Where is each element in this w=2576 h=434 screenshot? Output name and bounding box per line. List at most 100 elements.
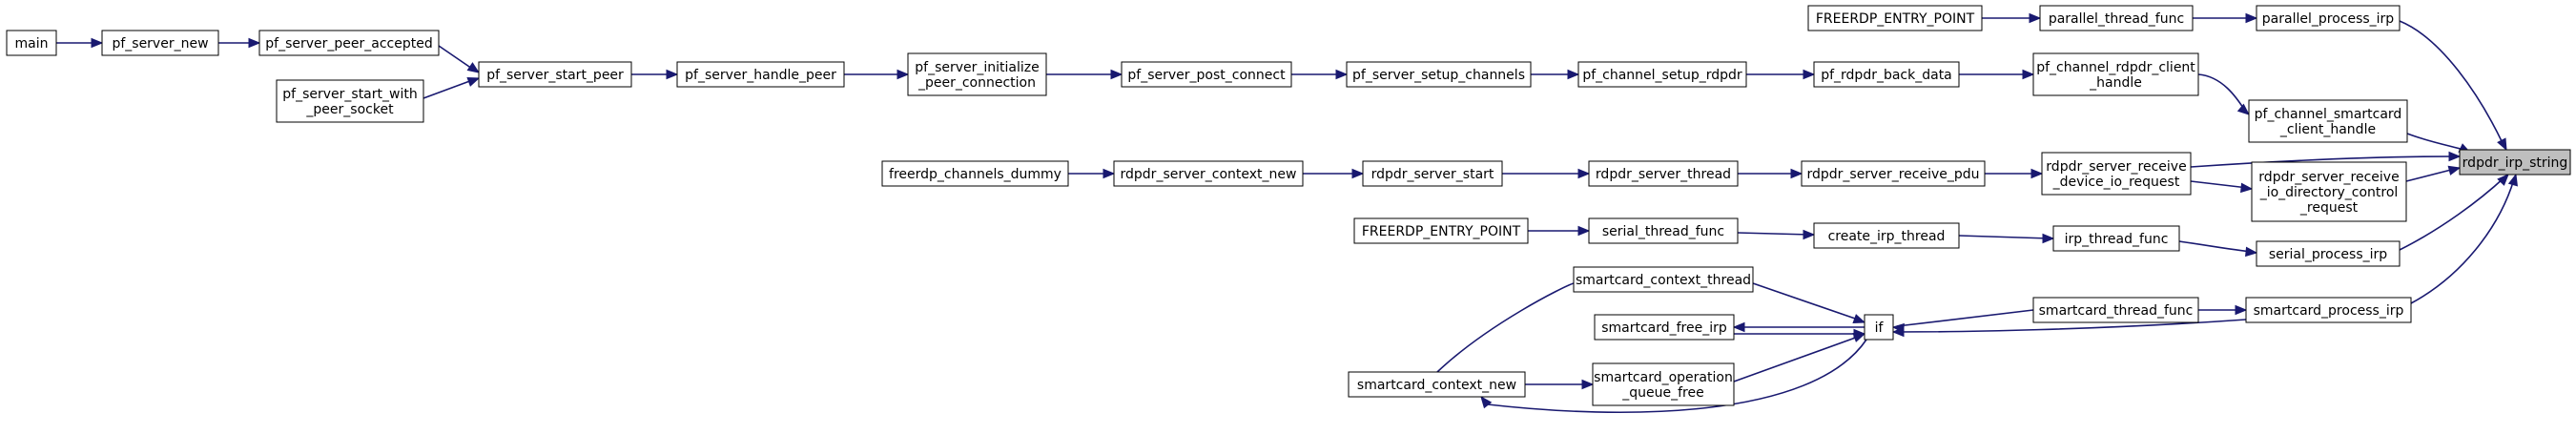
node-label: rdpdr_server_start <box>1371 167 1494 182</box>
node-label: parallel_process_irp <box>2262 11 2395 27</box>
node-label: rdpdr_irp_string <box>2463 155 2568 171</box>
node-rdpdr-irp-string[interactable]: rdpdr_irp_string <box>2459 149 2571 176</box>
edge-arrowhead <box>1480 395 1493 409</box>
node-label: rdpdr_server_thread <box>1596 167 1731 182</box>
node-box <box>1362 160 1503 187</box>
node-box <box>1346 61 1532 88</box>
edge-arrowhead <box>666 69 679 80</box>
node-label: irp_thread_func <box>2065 232 2169 247</box>
edge-line <box>2197 73 2246 112</box>
node-label: smartcard_context_thread <box>1576 273 1751 288</box>
edge-arrowhead <box>2042 233 2055 244</box>
node-rdpdr-server-context-new[interactable]: rdpdr_server_context_new <box>1113 160 1304 187</box>
node-label: serial_thread_func <box>1602 224 1724 239</box>
node-box <box>478 61 632 88</box>
node-pf-server-new[interactable]: pf_server_new <box>101 30 219 56</box>
node-box <box>2039 5 2194 31</box>
node-pf-server-setup-channels[interactable]: pf_server_setup_channels <box>1346 61 1532 88</box>
edge-arrowhead <box>1790 168 1803 179</box>
node-main[interactable]: main <box>6 30 57 56</box>
edge-line <box>2410 178 2515 304</box>
edge-arrowhead <box>1803 69 1816 80</box>
node-label: FREERDP_ENTRY_POINT <box>1362 224 1521 239</box>
node-box <box>907 52 1047 96</box>
node-box <box>1588 217 1739 244</box>
node-rdpdr-server-receive-device-io-request[interactable]: rdpdr_server_receive_device_io_request <box>2041 152 2192 196</box>
node-pf-server-start-peer[interactable]: pf_server_start_peer <box>478 61 632 88</box>
call-edge <box>2399 20 2507 152</box>
node-label: pf_server_peer_accepted <box>265 36 432 52</box>
node-if[interactable]: if <box>1864 314 1894 341</box>
node-pf-channel-smartcard-client-handle[interactable]: pf_channel_smartcard_client_handle <box>2248 99 2408 143</box>
node-freerdp-entry-point-1[interactable]: FREERDP_ENTRY_POINT <box>1807 5 1983 31</box>
node-label: main <box>15 36 49 52</box>
edge-line <box>422 78 476 99</box>
call-edge <box>1738 168 1803 179</box>
node-smartcard-thread-func[interactable]: smartcard_thread_func <box>2032 297 2199 323</box>
edge-arrowhead <box>896 69 910 80</box>
node-pf-server-start-with-peer-socket[interactable]: pf_server_start_with_peer_socket <box>276 79 424 123</box>
node-irp-thread-func[interactable]: irp_thread_func <box>2052 225 2180 252</box>
node-label: pf_channel_smartcard <box>2255 107 2402 122</box>
edge-line <box>2405 168 2456 182</box>
edge-arrowhead <box>1891 326 1905 338</box>
call-edge <box>1752 282 1866 323</box>
node-smartcard-context-thread[interactable]: smartcard_context_thread <box>1573 266 1754 293</box>
edge-arrowhead <box>1852 314 1866 323</box>
node-label: _handle <box>2089 75 2142 91</box>
node-rdpdr-server-start[interactable]: rdpdr_server_start <box>1362 160 1503 187</box>
node-rdpdr-server-thread[interactable]: rdpdr_server_thread <box>1588 160 1739 187</box>
call-edge <box>1528 225 1591 237</box>
node-box <box>1592 362 1735 406</box>
node-pf-rdpdr-back-data[interactable]: pf_rdpdr_back_data <box>1813 61 1960 88</box>
edge-arrowhead <box>466 62 481 73</box>
node-label: pf_server_initialize <box>915 60 1039 75</box>
call-edge <box>2178 240 2258 258</box>
node-label: parallel_thread_func <box>2049 11 2184 27</box>
node-box <box>2459 149 2571 176</box>
node-create-irp-thread[interactable]: create_irp_thread <box>1813 222 1960 249</box>
node-box <box>2052 225 2180 252</box>
node-box <box>1348 371 1526 398</box>
node-freerdp-entry-point-2[interactable]: FREERDP_ENTRY_POINT <box>1353 217 1529 244</box>
node-box <box>276 79 424 123</box>
edge-line <box>1733 335 1862 382</box>
edge-arrowhead <box>2240 182 2254 194</box>
edge-line <box>2406 133 2467 152</box>
call-edge <box>2405 165 2462 182</box>
call-edge <box>438 45 481 73</box>
node-label: rdpdr_server_receive <box>2258 170 2399 185</box>
edge-arrowhead <box>2235 304 2248 316</box>
node-parallel-thread-func[interactable]: parallel_thread_func <box>2039 5 2194 31</box>
node-label: smartcard_thread_func <box>2039 303 2194 319</box>
node-label: pf_server_post_connect <box>1127 68 1286 83</box>
node-serial-thread-func[interactable]: serial_thread_func <box>1588 217 1739 244</box>
node-pf-server-initialize-peer-connection[interactable]: pf_server_initialize_peer_connection <box>907 52 1047 96</box>
edge-arrowhead <box>2497 137 2507 152</box>
node-pf-channel-rdpdr-client-handle[interactable]: pf_channel_rdpdr_client_handle <box>2032 52 2199 96</box>
call-edge <box>2197 73 2251 115</box>
node-parallel-process-irp[interactable]: parallel_process_irp <box>2256 5 2401 31</box>
edge-arrowhead <box>2245 12 2258 24</box>
node-rdpdr-server-receive-pdu[interactable]: rdpdr_server_receive_pdu <box>1801 160 1986 187</box>
edge-arrowhead <box>2447 165 2462 176</box>
edge-arrowhead <box>1732 321 1745 333</box>
node-smartcard-operation-queue-free[interactable]: smartcard_operation_queue_free <box>1592 362 1735 406</box>
node-rdpdr-server-receive-io-directory-control-request[interactable]: rdpdr_server_receive_io_directory_contro… <box>2251 161 2407 222</box>
node-freerdp-channels-dummy[interactable]: freerdp_channels_dummy <box>881 160 1069 187</box>
node-label: _peer_connection <box>917 75 1036 91</box>
node-serial-process-irp[interactable]: serial_process_irp <box>2256 240 2401 267</box>
node-smartcard-free-irp[interactable]: smartcard_free_irp <box>1594 314 1735 341</box>
call-edge <box>2190 151 2462 168</box>
node-smartcard-process-irp[interactable]: smartcard_process_irp <box>2245 297 2412 323</box>
edge-line <box>1958 235 2050 239</box>
edge-arrowhead <box>2448 151 2462 162</box>
edge-arrowhead <box>2022 69 2035 80</box>
node-pf-server-peer-accepted[interactable]: pf_server_peer_accepted <box>258 30 440 56</box>
node-smartcard-context-new[interactable]: smartcard_context_new <box>1348 371 1526 398</box>
call-edge <box>422 77 481 99</box>
node-pf-server-handle-peer[interactable]: pf_server_handle_peer <box>676 61 845 88</box>
node-pf-server-post-connect[interactable]: pf_server_post_connect <box>1121 61 1292 88</box>
call-edge <box>1733 333 1866 382</box>
node-pf-channel-setup-rdpdr[interactable]: pf_channel_setup_rdpdr <box>1577 61 1747 88</box>
